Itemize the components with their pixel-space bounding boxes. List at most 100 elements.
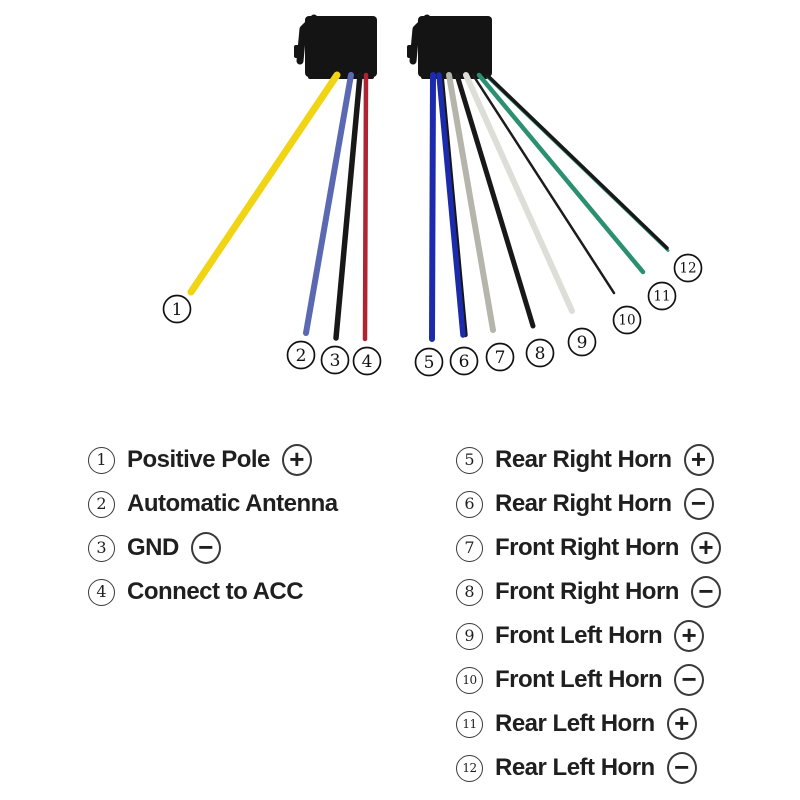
wire-number-6: 6 (449, 346, 479, 376)
legend-item-3: 3 GND− (88, 526, 338, 570)
connector-body (305, 16, 377, 77)
legend-item-2: 2 Automatic Antenna (88, 482, 338, 526)
legend-item-10: 10 Front Left Horn− (456, 658, 721, 702)
number-text: 10 (618, 313, 635, 329)
number-circle (612, 305, 642, 335)
legend-number-circle: 3 (88, 534, 115, 562)
legend-label: GND (127, 534, 179, 561)
wire-1 (187, 71, 341, 296)
legend-label: Connect to ACC (127, 578, 304, 605)
number-circle (567, 327, 597, 357)
wire-number-2: 2 (286, 340, 316, 370)
legend-label: Positive Pole (127, 446, 270, 473)
legend-item-1: 1 Positive Pole + (88, 438, 338, 482)
minus-icon: − (666, 752, 697, 784)
number-circle (647, 281, 677, 311)
number-text: 8 (535, 344, 546, 364)
number-circle (673, 253, 703, 283)
legend-number-circle: 10 (456, 666, 483, 694)
number-text: 4 (362, 352, 373, 372)
legend-number-circle: 1 (88, 446, 115, 474)
number-text: 2 (296, 346, 307, 366)
plus-icon: + (674, 620, 705, 652)
minus-icon: − (683, 488, 714, 520)
legend-label: Rear Left Horn (495, 754, 655, 781)
number-text: 6 (459, 352, 470, 372)
legend-label: Front Left Horn (495, 666, 663, 693)
number-text: 11 (653, 289, 670, 305)
legend-item-4: 4 Connect to ACC (88, 570, 338, 614)
number-circle (485, 342, 515, 372)
plus-icon: + (683, 444, 714, 476)
legend-number-circle: 8 (456, 578, 483, 606)
minus-icon: − (690, 576, 721, 608)
right-connector (407, 14, 492, 79)
number-circle (449, 346, 479, 376)
minus-icon: − (190, 532, 221, 564)
legend-label: Rear Right Horn (495, 490, 672, 517)
legend-number-circle: 2 (88, 490, 115, 518)
legend-label: Automatic Antenna (127, 490, 338, 517)
number-text: 1 (172, 300, 183, 320)
wire-11 (476, 72, 646, 275)
minus-icon: − (674, 664, 705, 696)
connector-latch-nub (407, 45, 414, 58)
plus-icon: + (690, 532, 721, 564)
connector-body (418, 16, 492, 77)
wire-number-12: 12 (673, 253, 703, 283)
wire-number-8: 8 (525, 338, 555, 368)
legend-item-7: 7 Front Right Horn + (456, 526, 721, 570)
legend-label: Front Right Horn (495, 534, 679, 561)
wire-number-1: 1 (162, 294, 192, 324)
number-text: 7 (495, 348, 506, 368)
wire-number-3: 3 (320, 345, 350, 375)
number-circle (320, 345, 350, 375)
wire-number-5: 5 (414, 347, 444, 377)
wire-number-10: 10 (612, 305, 642, 335)
legend-number-circle: 9 (456, 622, 483, 650)
wire-6 (436, 72, 466, 338)
legend-number-circle: 12 (456, 754, 483, 782)
number-circle (352, 346, 382, 376)
wire-4 (362, 72, 369, 342)
number-circle (286, 340, 316, 370)
number-text: 9 (577, 333, 588, 353)
plus-icon: + (281, 444, 312, 476)
legend-item-12: 12 Rear Left Horn− (456, 746, 721, 790)
connector-latch-nub (294, 45, 301, 58)
left-connector (294, 14, 377, 79)
number-circle (162, 294, 192, 324)
legend-label: Rear Right Horn (495, 446, 672, 473)
number-circle (525, 338, 555, 368)
wire-9 (463, 72, 575, 314)
wire-number-11: 11 (647, 281, 677, 311)
wire-number-7: 7 (485, 342, 515, 372)
wire-number-4: 4 (352, 346, 382, 376)
legend-number-circle: 7 (456, 534, 483, 562)
wire-5 (429, 72, 436, 342)
legend-number-circle: 4 (88, 578, 115, 606)
number-text: 5 (424, 353, 435, 373)
legend-number-circle: 6 (456, 490, 483, 518)
wire-10 (471, 73, 616, 295)
wire-number-9: 9 (567, 327, 597, 357)
wire-8 (454, 72, 536, 329)
number-text: 3 (330, 351, 341, 371)
legend-label: Rear Left Horn (495, 710, 655, 737)
number-text: 12 (679, 261, 696, 277)
legend-item-6: 6 Rear Right Horn− (456, 482, 721, 526)
plus-icon: + (666, 708, 697, 740)
legend-label: Front Right Horn (495, 578, 679, 605)
legend-item-8: 8 Front Right Horn− (456, 570, 721, 614)
legend-item-9: 9 Front Left Horn + (456, 614, 721, 658)
wire-12 (485, 73, 669, 250)
wire-7 (446, 72, 496, 333)
legend-label: Front Left Horn (495, 622, 663, 649)
wire-2 (303, 72, 354, 336)
